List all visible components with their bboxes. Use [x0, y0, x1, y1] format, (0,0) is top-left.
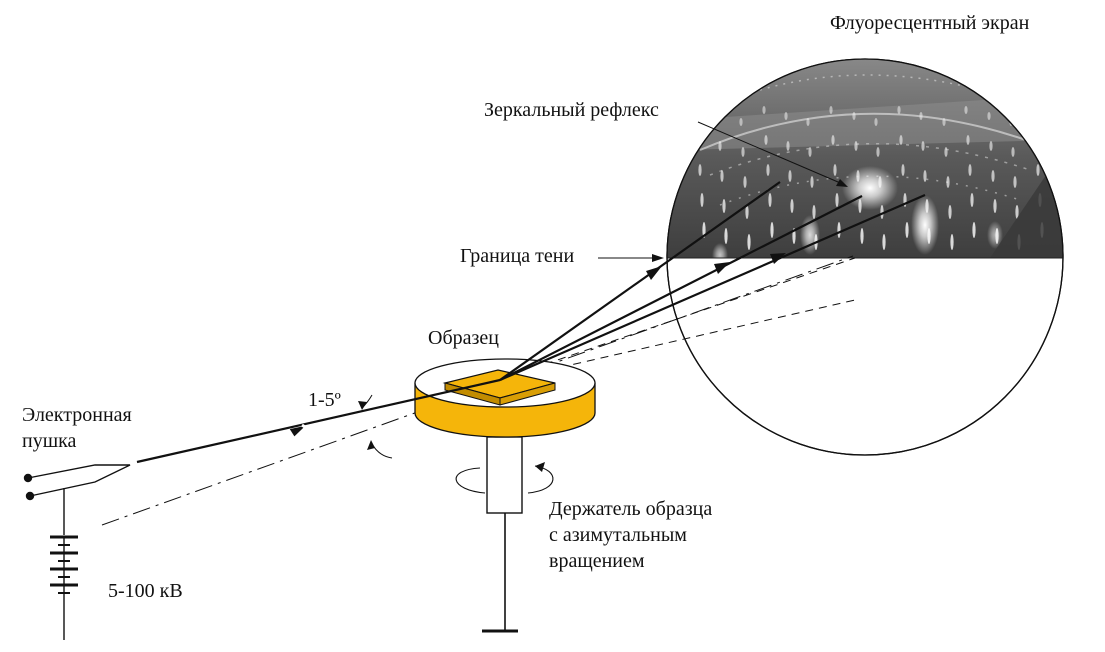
diffraction-spot — [1011, 147, 1015, 157]
diffraction-spot — [739, 118, 743, 126]
diffraction-spot — [944, 147, 948, 157]
diffraction-spot — [743, 176, 747, 188]
diffraction-spot — [987, 112, 991, 120]
diffraction-spot — [788, 170, 792, 182]
diffraction-spot — [882, 234, 886, 250]
diffraction-spot — [946, 176, 950, 188]
diffraction-spot — [1032, 106, 1036, 114]
arrowhead-icon — [770, 253, 786, 264]
voltage-label: 5-100 кВ — [108, 580, 183, 602]
diffraction-spot — [972, 222, 976, 238]
diffraction-spot — [786, 141, 790, 151]
battery-icon — [50, 535, 78, 600]
diffraction-pattern — [667, 59, 1063, 267]
rotation-arrow-icon — [455, 467, 486, 494]
diffraction-spot — [833, 164, 837, 176]
diffraction-spot — [724, 228, 728, 244]
diffraction-spot — [899, 135, 903, 145]
diffraction-spot — [694, 106, 698, 114]
diffraction-spot — [766, 164, 770, 176]
incident-beam — [136, 378, 501, 464]
diffraction-spot — [1034, 135, 1038, 145]
diffraction-spot — [970, 193, 974, 207]
diffraction-spot — [1013, 176, 1017, 188]
diffraction-spot — [718, 141, 722, 151]
diffraction-spot — [860, 228, 864, 244]
diffraction-spot — [741, 147, 745, 157]
holder-label-line2: с азимутальным — [549, 524, 687, 546]
diffraction-spot — [770, 222, 774, 238]
diffraction-spot — [829, 106, 833, 114]
diffraction-spot — [991, 170, 995, 182]
diffraction-spot — [1015, 205, 1019, 219]
diffraction-spot — [880, 205, 884, 219]
electron-gun-label-line1: Электронная — [22, 404, 132, 426]
diffraction-spot — [852, 112, 856, 120]
diffraction-spot — [950, 234, 954, 250]
diffraction-spot — [762, 106, 766, 114]
screen-label: Флуоресцентный экран — [830, 12, 1030, 34]
diffraction-spot — [764, 135, 768, 145]
shadow-edge-label: Граница тени — [460, 245, 575, 267]
diffraction-spot — [745, 205, 749, 219]
diffraction-spot — [942, 118, 946, 126]
diffraction-spot — [768, 193, 772, 207]
diffraction-spot — [831, 135, 835, 145]
diffraction-spot — [989, 141, 993, 151]
diffraction-spot — [720, 170, 724, 182]
diffraction-spot — [806, 118, 810, 126]
diffraction-spot — [993, 199, 997, 213]
diffraction-spot — [810, 176, 814, 188]
diffraction-spot — [923, 170, 927, 182]
diffraction-spot — [964, 106, 968, 114]
diffraction-spot — [835, 193, 839, 207]
arrowhead-icon — [646, 266, 662, 280]
diffraction-spot — [716, 112, 720, 120]
arrowhead-icon — [714, 262, 730, 274]
electron-gun — [23, 464, 131, 640]
electron-gun-label-line2: пушка — [22, 430, 77, 452]
angle-label: 1-5º — [308, 389, 341, 411]
pointer-lines — [598, 121, 846, 259]
diffraction-spot — [722, 199, 726, 213]
diffraction-spot — [700, 193, 704, 207]
diffraction-spot — [897, 106, 901, 114]
diffraction-spot — [919, 112, 923, 120]
specular-reflex-label: Зеркальный рефлекс — [484, 99, 659, 121]
diffraction-spot — [854, 141, 858, 151]
diffraction-spot — [874, 118, 878, 126]
holder-label-line1: Держатель образца — [549, 498, 713, 520]
diffraction-spot — [948, 205, 952, 219]
diffraction-spot — [1036, 164, 1040, 176]
diffraction-spot — [921, 141, 925, 151]
sample-holder — [455, 436, 554, 633]
diffraction-spot — [901, 164, 905, 176]
diffraction-spot — [968, 164, 972, 176]
sample-label: Образец — [428, 327, 499, 349]
diffraction-spot — [790, 199, 794, 213]
holder-label-line3: вращением — [549, 550, 645, 572]
diffraction-spot — [837, 222, 841, 238]
arrowhead-icon — [289, 425, 306, 437]
fluorescent-screen — [666, 58, 1064, 456]
diffraction-spot — [698, 164, 702, 176]
diffracted-beams — [499, 181, 926, 382]
sample — [414, 358, 596, 438]
diffraction-spot — [905, 222, 909, 238]
diffraction-spot — [696, 135, 700, 145]
diffraction-spot — [784, 112, 788, 120]
diffraction-spot — [966, 135, 970, 145]
diffraction-spot — [812, 205, 816, 219]
beam-arrowheads — [646, 253, 786, 280]
diffraction-spot — [876, 147, 880, 157]
diffraction-spot — [747, 234, 751, 250]
diffraction-spot — [808, 147, 812, 157]
